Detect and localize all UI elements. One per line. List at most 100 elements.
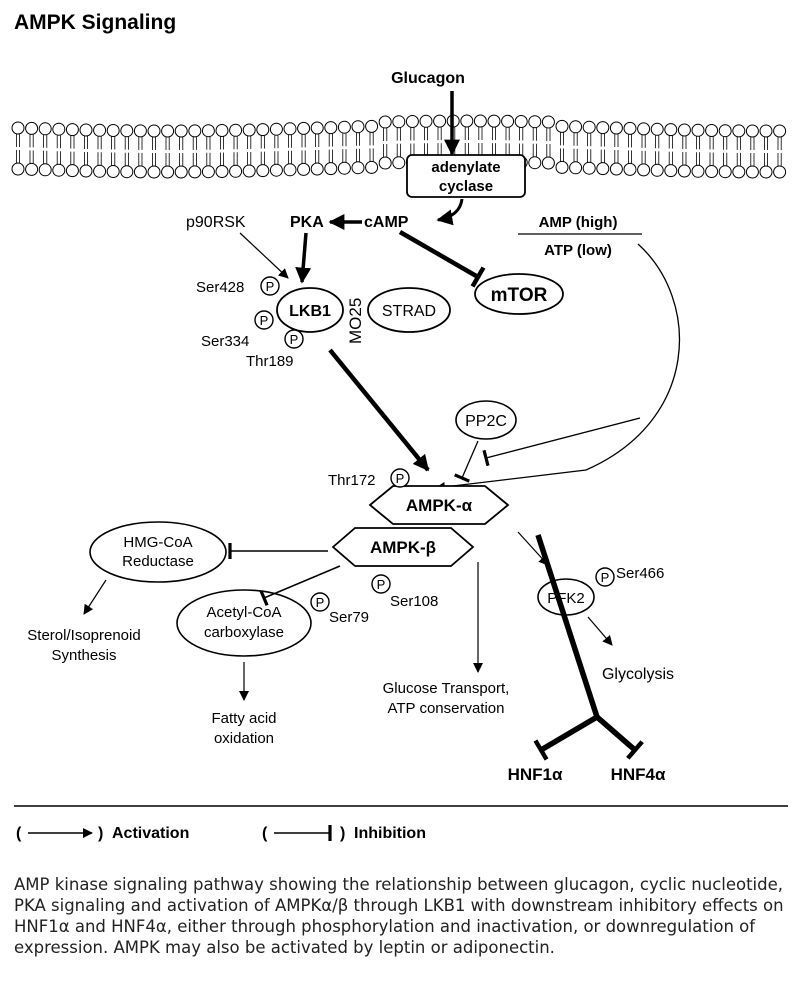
lipid-head bbox=[718, 124, 732, 138]
fatty-acid-label-line1: Fatty acid bbox=[211, 710, 276, 727]
thr189-label: Thr189 bbox=[246, 353, 294, 370]
lipid-head bbox=[147, 124, 161, 138]
lipid-head bbox=[487, 114, 501, 128]
page-title: AMPK Signaling bbox=[14, 11, 176, 34]
lipid-head bbox=[38, 163, 52, 177]
lipid-head bbox=[11, 162, 25, 176]
camp-label: cAMP bbox=[364, 214, 409, 231]
lipid-head bbox=[133, 124, 147, 138]
lipid-head bbox=[324, 121, 338, 135]
glucose-transport-label-line1: Glucose Transport, bbox=[383, 680, 510, 697]
lipid-head bbox=[201, 124, 215, 138]
lipid-head bbox=[582, 120, 596, 134]
acc-label-line2: carboxylase bbox=[204, 624, 284, 641]
ser334-label: Ser334 bbox=[201, 333, 249, 350]
lipid-head bbox=[650, 122, 664, 136]
fatty-acid-label-line2: oxidation bbox=[214, 730, 274, 747]
amp-ratio-inhibits-pp2c bbox=[482, 417, 641, 467]
glycolysis-label: Glycolysis bbox=[602, 666, 674, 683]
pfk2-label: PFK2 bbox=[547, 590, 585, 607]
lipid-head bbox=[256, 164, 270, 178]
lipid-head bbox=[773, 165, 787, 179]
ampk-alpha-node bbox=[368, 485, 510, 525]
ampk-to-hnf-branch bbox=[535, 534, 600, 718]
lipid-head bbox=[65, 123, 79, 137]
lipid-head bbox=[365, 160, 379, 174]
lipid-head bbox=[11, 121, 25, 135]
lipid-head bbox=[215, 124, 229, 137]
mo25-label: MO25 bbox=[346, 298, 365, 344]
ser428-label: Ser428 bbox=[196, 279, 244, 296]
hmg-coa-label-line1: HMG-CoA bbox=[123, 534, 192, 551]
lipid-head bbox=[528, 115, 542, 129]
lipid-head bbox=[93, 164, 107, 178]
lipid-head bbox=[664, 123, 678, 137]
lipid-head bbox=[310, 162, 324, 176]
ampk-beta-label: AMPK-β bbox=[370, 538, 436, 557]
lipid-head bbox=[310, 121, 324, 135]
lipid-head bbox=[378, 156, 392, 170]
lipid-head bbox=[555, 160, 569, 174]
lipid-head bbox=[79, 123, 93, 137]
lipid-head bbox=[392, 156, 406, 170]
lipid-head bbox=[283, 163, 297, 177]
lipid-head bbox=[106, 124, 120, 137]
lipid-head bbox=[745, 124, 759, 138]
lipid-head bbox=[269, 163, 283, 177]
lipid-head bbox=[637, 163, 651, 177]
lipid-head bbox=[501, 114, 515, 128]
thr189-phospho bbox=[284, 329, 304, 349]
lipid-head bbox=[297, 162, 311, 176]
lipid-head bbox=[337, 161, 351, 175]
lkb1-label: LKB1 bbox=[289, 303, 331, 320]
lipid-head bbox=[514, 115, 528, 128]
lipid-head bbox=[528, 156, 542, 170]
ser428-phospho-symbol: P bbox=[266, 279, 275, 294]
amp-high-label: AMP (high) bbox=[539, 214, 618, 231]
lipid-head bbox=[25, 121, 39, 135]
lipid-head bbox=[52, 122, 66, 136]
ser466-label: Ser466 bbox=[616, 565, 664, 582]
lipid-head bbox=[120, 124, 134, 138]
lipid-head bbox=[759, 124, 773, 138]
cell-membrane bbox=[11, 114, 787, 179]
lipid-head bbox=[188, 165, 202, 179]
ampk-alpha-label: AMPK-α bbox=[406, 496, 473, 515]
lipid-head bbox=[38, 122, 52, 136]
lipid-head bbox=[52, 163, 66, 177]
pka-label: PKA bbox=[290, 214, 324, 231]
lkb1-to-ampk-arrow bbox=[328, 348, 430, 472]
strad-label: STRAD bbox=[382, 303, 436, 320]
lipid-head bbox=[419, 114, 433, 128]
lipid-head bbox=[25, 162, 39, 176]
lipid-head bbox=[732, 124, 746, 138]
lipid-head bbox=[229, 123, 243, 137]
lipid-head bbox=[405, 115, 419, 128]
p90rsk-label: p90RSK bbox=[186, 214, 246, 231]
lipid-head bbox=[351, 161, 365, 175]
lipid-head bbox=[365, 119, 379, 133]
lipid-head bbox=[433, 114, 447, 128]
ser108-phospho bbox=[371, 574, 391, 594]
legend-activation-close-paren: ) bbox=[98, 825, 103, 842]
legend-inhibition-open-paren: ( bbox=[262, 825, 268, 842]
strad-node bbox=[367, 287, 451, 333]
lipid-head bbox=[637, 122, 651, 136]
glucagon-label: Glucagon bbox=[391, 70, 465, 87]
ampk-inhibits-hnf4a bbox=[595, 714, 644, 760]
lipid-head bbox=[133, 165, 147, 179]
lipid-head bbox=[256, 123, 270, 137]
lipid-head bbox=[541, 115, 555, 129]
lipid-head bbox=[609, 162, 623, 176]
lipid-head bbox=[215, 165, 229, 178]
lipid-head bbox=[609, 121, 623, 135]
hmg-coa-to-sterol-arrow bbox=[83, 579, 107, 615]
pp2c-inhibits-ampk bbox=[454, 440, 479, 483]
mtor-label: mTOR bbox=[491, 285, 548, 306]
lipid-head bbox=[773, 124, 787, 138]
sterol-label-line1: Sterol/Isoprenoid bbox=[27, 627, 140, 644]
lipid-head bbox=[705, 124, 719, 137]
lipid-head bbox=[161, 124, 175, 138]
ampk-to-pfk2-arrow bbox=[517, 531, 549, 566]
lipid-head bbox=[65, 164, 79, 178]
